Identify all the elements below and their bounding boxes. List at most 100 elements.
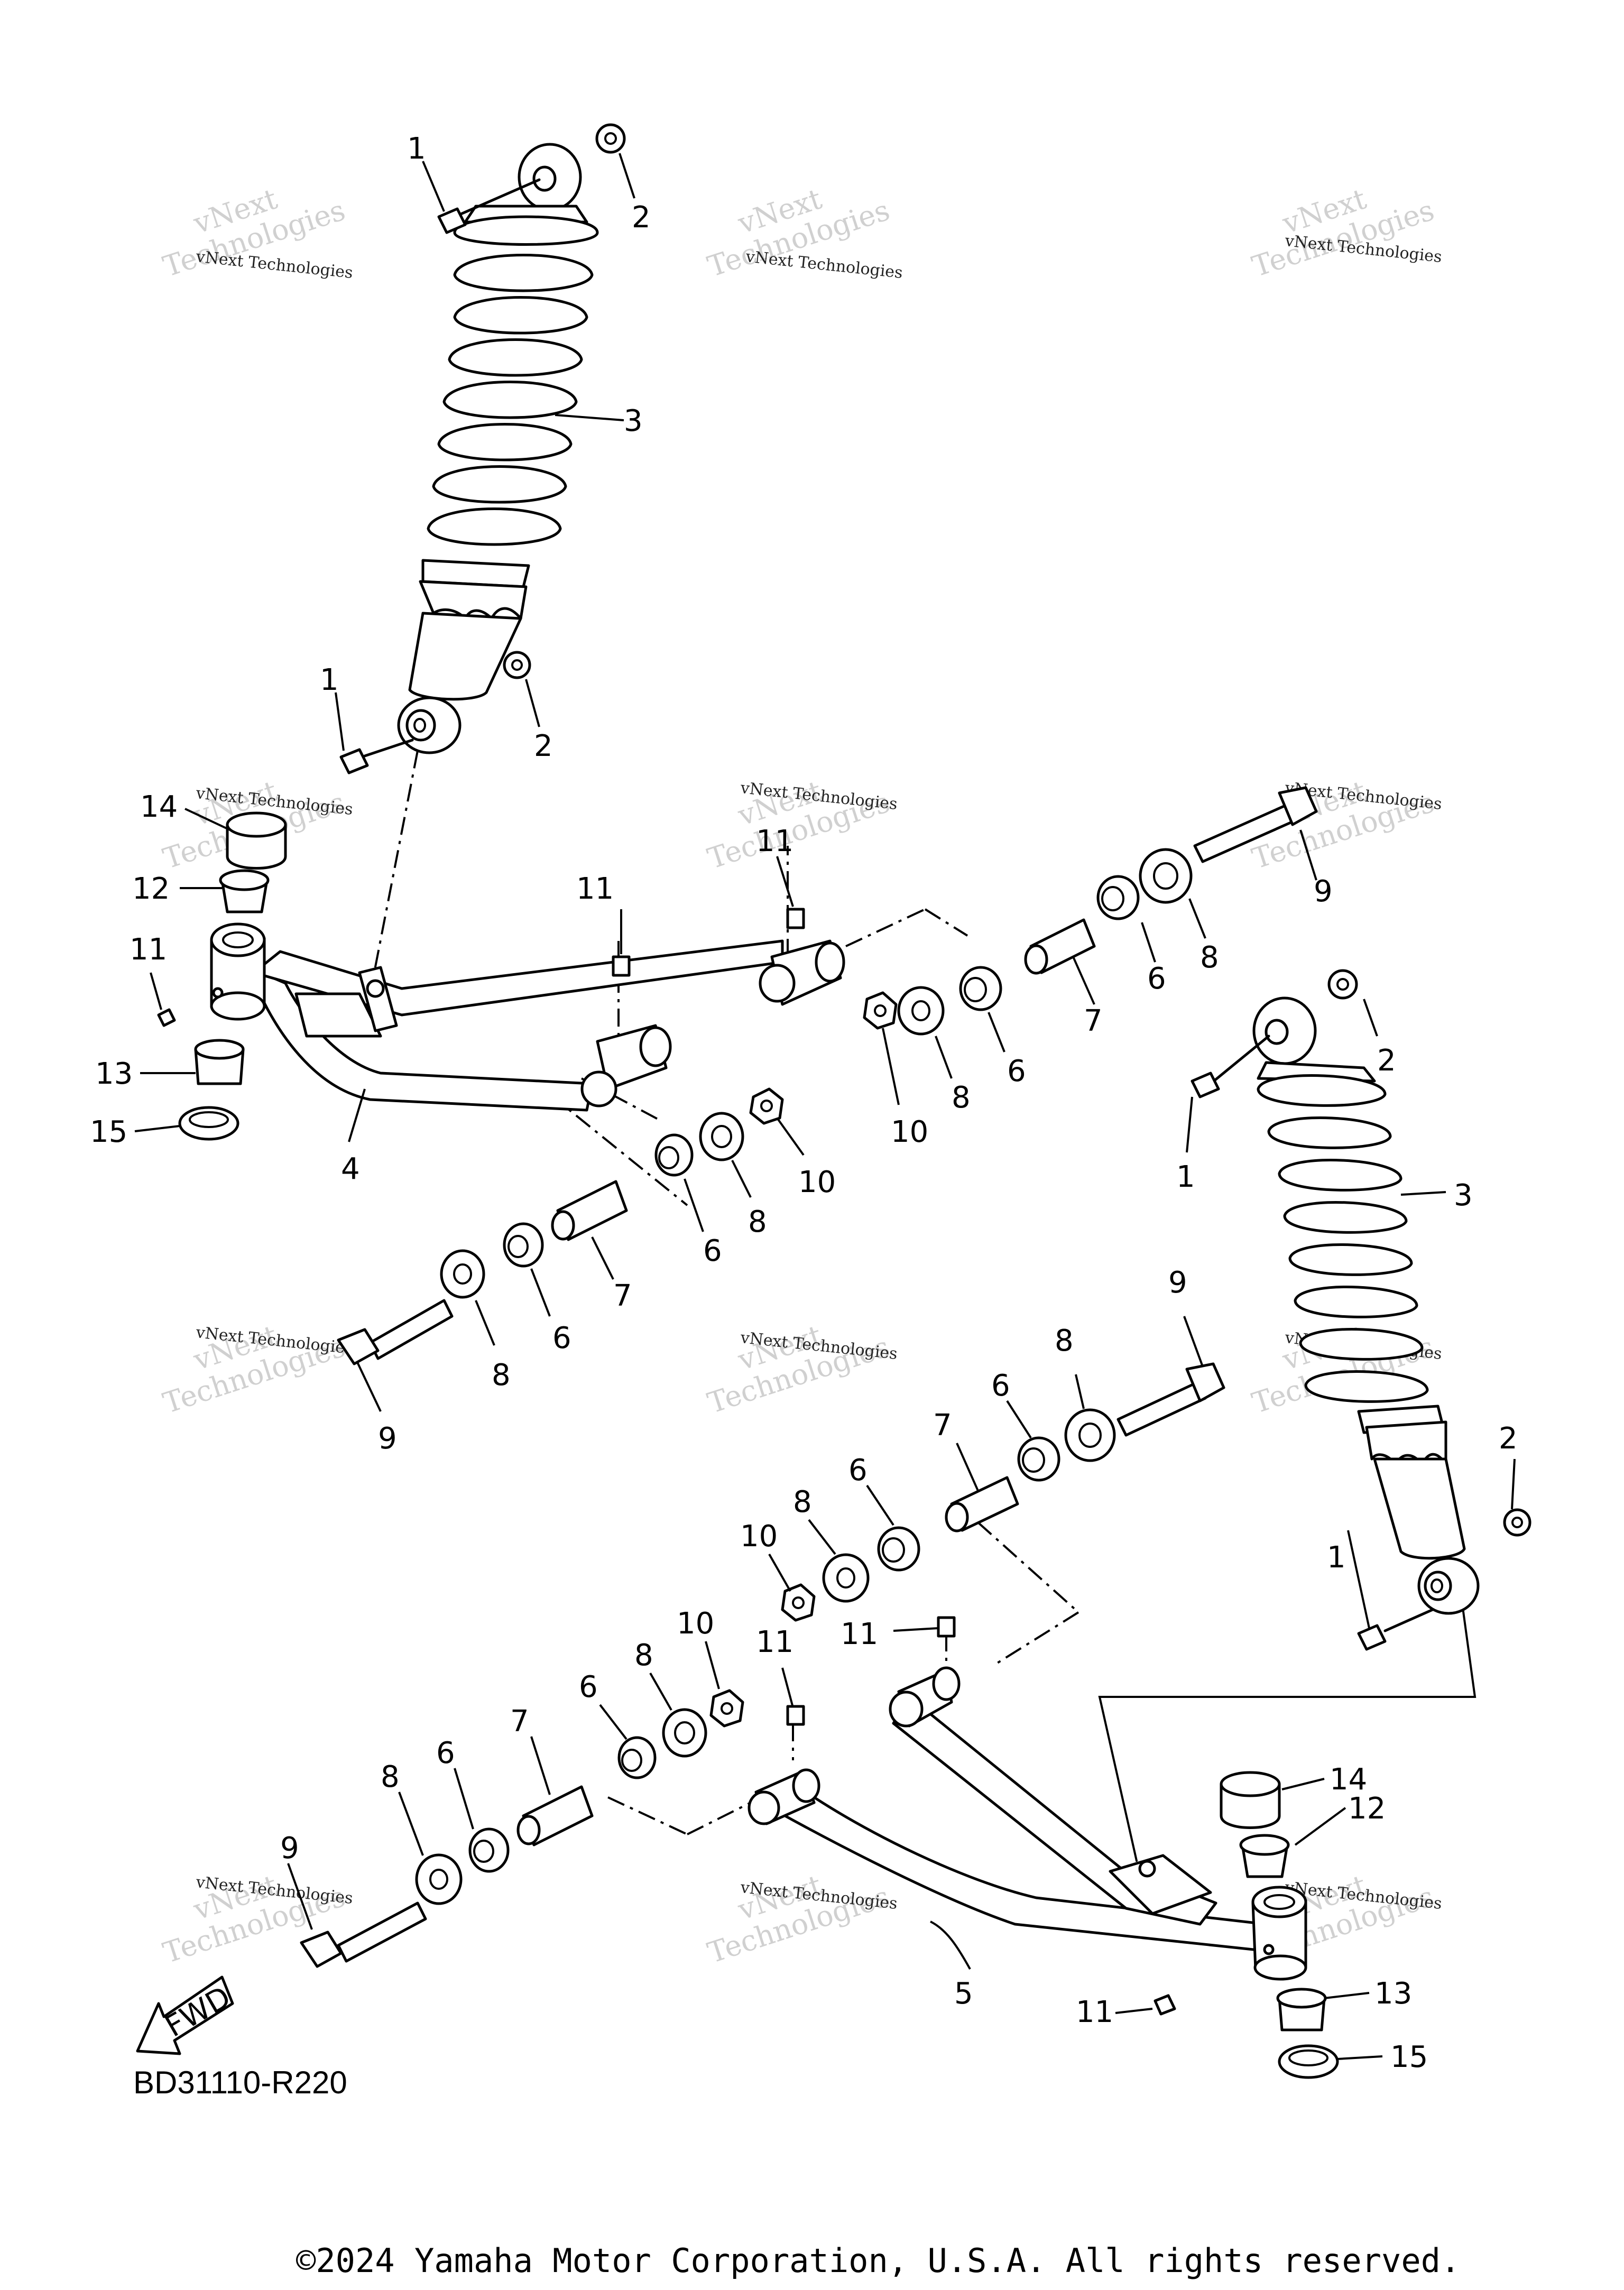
collar-7-lower-front — [516, 1785, 594, 1846]
nut-10-lower-rear — [781, 1583, 816, 1622]
washer-8-upper-front — [699, 1112, 744, 1161]
callout-number: 1 — [1327, 1540, 1346, 1575]
callout-number: 6 — [552, 1321, 571, 1355]
callout-number: 1 — [407, 132, 426, 166]
cap-14-lower — [1220, 1771, 1281, 1829]
callout-number: 11 — [1076, 1995, 1113, 2029]
callout-number: 14 — [140, 790, 178, 824]
callout-number: 10 — [740, 1519, 778, 1554]
washer-8-lower-front — [662, 1708, 707, 1758]
bolt-9-upper-rear — [1193, 786, 1318, 863]
bushing-6-lower-front-a — [617, 1736, 657, 1779]
callout-number: 11 — [576, 872, 614, 906]
shock-absorber-upper — [397, 143, 599, 754]
bolt-1-lower-shock-top — [1191, 1035, 1270, 1098]
shock-absorber-lower — [1252, 996, 1480, 1615]
callout-number: 2 — [534, 729, 553, 763]
collar-2-lower-shock-top — [1327, 969, 1358, 1000]
callout-number: 6 — [1007, 1054, 1026, 1088]
callout-number: 7 — [1084, 1004, 1103, 1038]
bushing-6-lower-front-b — [468, 1827, 510, 1873]
bushing-6-upper-front-b — [503, 1222, 544, 1268]
washer-8-upper-rear — [1139, 848, 1193, 904]
washer-8-lower-rear-b — [822, 1553, 870, 1603]
callout-number: 7 — [510, 1704, 529, 1739]
leader-lines — [134, 153, 1516, 2060]
callout-number: 8 — [492, 1358, 511, 1392]
callout-number: 15 — [90, 1115, 127, 1149]
callout-number: 12 — [1348, 1792, 1386, 1826]
callout-number: 4 — [341, 1152, 360, 1186]
bushing-13-upper — [194, 1039, 245, 1085]
nut-10-lower-front — [709, 1689, 744, 1728]
collar-2-top — [595, 123, 626, 154]
watermark: vNext Technologies — [195, 247, 354, 282]
callout-number: 3 — [1454, 1178, 1473, 1213]
collar-2-lower-shock-bottom — [1503, 1508, 1531, 1537]
watermark: vNext Technologies — [744, 247, 903, 282]
callouts: 1 2 3 1 2 14 12 11 13 15 4 11 11 9 8 6 7… — [90, 132, 1518, 2074]
callout-number: 6 — [1147, 962, 1166, 996]
callout-number: 9 — [1168, 1266, 1187, 1300]
callout-number: 2 — [1499, 1421, 1518, 1456]
washer-8-upper-front-b — [440, 1249, 485, 1299]
bushing-6-upper-rear-b — [959, 966, 1002, 1011]
collar-7-upper-rear — [1024, 918, 1096, 975]
callout-number: 8 — [1055, 1324, 1074, 1358]
callout-number: 1 — [320, 663, 339, 697]
collar-2-lower — [503, 651, 531, 679]
bolt-9-lower-rear — [1116, 1362, 1225, 1437]
bolt-9-upper-front — [337, 1299, 454, 1365]
grease-nipple-11-left — [157, 1008, 176, 1027]
bushing-13-lower — [1276, 1988, 1327, 2032]
callout-number: 1 — [1176, 1160, 1195, 1194]
callout-number: 3 — [624, 404, 643, 438]
callout-number: 7 — [613, 1279, 632, 1313]
upper-arm-4 — [210, 922, 845, 1112]
callout-number: 10 — [677, 1606, 714, 1641]
diagram-code: BD31110-R220 — [133, 2065, 347, 2100]
callout-number: 6 — [848, 1453, 868, 1488]
callout-number: 9 — [1314, 874, 1333, 909]
callout-number: 11 — [130, 932, 167, 967]
callout-number: 11 — [756, 1625, 793, 1659]
bolt-1-lower — [339, 738, 414, 774]
seal-15-lower — [1278, 2044, 1339, 2079]
copyright-notice: ©2024 Yamaha Motor Corporation, U.S.A. A… — [296, 2241, 1461, 2280]
bolt-9-lower-front — [300, 1901, 427, 1968]
callout-number: 8 — [381, 1760, 400, 1794]
callout-number: 9 — [280, 1831, 299, 1866]
callout-number: 5 — [954, 1977, 973, 2011]
callout-number: 15 — [1390, 2040, 1428, 2074]
callout-number: 9 — [378, 1421, 397, 1456]
callout-number: 11 — [756, 824, 793, 858]
bushing-12-upper — [219, 869, 270, 913]
washer-8-upper-rear-b — [897, 986, 945, 1036]
callout-number: 8 — [952, 1081, 971, 1115]
callout-number: 6 — [991, 1369, 1010, 1403]
collar-7-upper-front — [551, 1180, 628, 1241]
callout-number: 6 — [579, 1670, 598, 1704]
washer-8-lower-front-b — [415, 1853, 463, 1905]
grease-nipple-11-lower-a — [937, 1616, 956, 1638]
bolt-1-top — [437, 178, 541, 234]
bushing-6-upper-front-a — [654, 1133, 694, 1177]
lower-arm-5 — [748, 1666, 1307, 1981]
callout-number: 13 — [95, 1057, 133, 1091]
bolt-1-lower-shock-bottom — [1357, 1608, 1434, 1651]
callout-number: 8 — [748, 1205, 767, 1239]
grease-nipple-11-lower-b — [786, 1705, 805, 1726]
grease-nipple-11-lower-c — [1154, 1994, 1176, 2016]
grease-nipple-11-mid — [612, 955, 631, 977]
callout-number: 10 — [798, 1165, 836, 1199]
bushing-12-lower — [1239, 1834, 1290, 1878]
callout-number: 8 — [634, 1638, 653, 1673]
callout-number: 13 — [1374, 1977, 1412, 2011]
seal-15-upper — [178, 1106, 239, 1141]
callout-number: 6 — [436, 1736, 455, 1770]
collar-7-lower-rear — [945, 1476, 1019, 1532]
callout-number: 14 — [1330, 1762, 1367, 1797]
washer-8-lower-rear — [1064, 1408, 1116, 1462]
nut-10-upper-front — [749, 1087, 784, 1125]
